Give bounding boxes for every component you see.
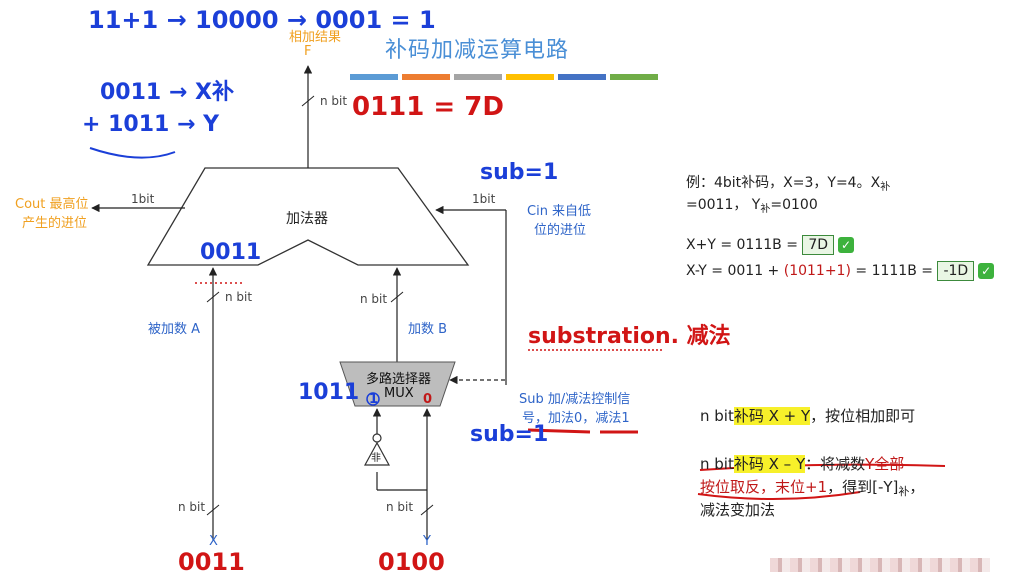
check-icon: ✓ (838, 237, 855, 253)
hand-output: 0111 = 7D (352, 92, 504, 122)
rule-highlight: 补码 X – Y (733, 455, 806, 473)
adder-label: 加法器 (286, 211, 328, 227)
rule-sub-1: n bit补码 X – Y：将减数Y全部 (700, 453, 904, 474)
example-line-1: 例：4bit补码，X=3，Y=4。X补 (686, 172, 890, 193)
rule-text: n bit (700, 407, 734, 425)
mux-abbr-label: MUX (384, 386, 414, 401)
hand-a-value: 0011 (200, 240, 262, 265)
check-icon: ✓ (978, 263, 995, 279)
mux-in1-label: 1 (369, 392, 379, 407)
example-text: =0011， Y (686, 197, 761, 213)
subscript: 补 (880, 182, 891, 193)
sum-text: X+Y = 0111B = (686, 237, 803, 253)
diff-result-box: -1D (937, 261, 975, 281)
cin-label-2: 位的进位 (534, 223, 587, 238)
mux-label: 多路选择器 (366, 372, 432, 387)
sub-sub-value: 减法1 (595, 411, 630, 426)
y-label: Y (423, 534, 431, 549)
sub-label-2: 号，加法0，减法1 (522, 407, 630, 426)
nbit-y-label: n bit (386, 500, 414, 514)
hand-y-value: 0100 (378, 548, 445, 576)
bus-slash (420, 504, 434, 516)
color-bar-segment (610, 74, 658, 80)
not-gate-label: 非 (371, 453, 381, 464)
rule-sub-2: 按位取反，末位+1，得到[-Y]补， (700, 476, 924, 499)
rule-highlight: 补码 X + Y (733, 407, 811, 425)
hand-substraction: substration. 减法 (528, 324, 731, 349)
hand-x-bu: 0011 → X补 (100, 80, 234, 105)
hand-underline (527, 428, 638, 434)
bus-slash (206, 291, 220, 303)
bus-slash (390, 291, 404, 303)
color-bar (350, 74, 658, 80)
example-sum: X+Y = 0111B = 7D✓ (686, 235, 855, 255)
sub-add-value: 加法0 (548, 411, 583, 426)
sum-result-box: 7D (802, 235, 835, 255)
nbit-x-label: n bit (178, 500, 206, 514)
subscript: 补 (760, 204, 771, 215)
slide-title: 补码加减运算电路 (385, 38, 570, 63)
example-line-2: =0011， Y补=0100 (686, 194, 818, 215)
cout-label-2: 产生的进位 (22, 216, 88, 231)
nbit-a-label: n bit (225, 290, 253, 304)
example-text: 例：4bit补码，X=3，Y=4。X (686, 175, 881, 191)
bus-slash (206, 504, 220, 516)
rule-red-text: 按位取反，末位+1 (700, 478, 828, 496)
hand-underline (699, 463, 946, 471)
cin-bit-label: 1bit (472, 192, 496, 206)
rule-text: ， (909, 478, 925, 496)
color-bar-segment (506, 74, 554, 80)
hand-underline (89, 147, 176, 159)
hand-top-calc: 11+1 → 10000 → 0001 = 1 (88, 6, 436, 34)
sub-label-text: 号， (522, 411, 549, 426)
hand-x-value: 0011 (178, 548, 245, 576)
rule-red-text: Y全部 (865, 455, 905, 473)
example-diff: X-Y = 0011 + (1011+1) = 1111B = -1D✓ (686, 261, 995, 281)
color-bar-segment (558, 74, 606, 80)
cin-label-1: Cin 来自低 (527, 204, 592, 219)
diff-red-text: (1011+1) (783, 263, 851, 279)
hand-mux-value: 1011 (298, 380, 360, 405)
not-gate (363, 441, 391, 466)
cout-bit-label: 1bit (131, 192, 155, 206)
rule-text: ，按位相加即可 (810, 407, 916, 425)
mux-in0-label: 0 (423, 392, 433, 407)
diff-text: X-Y = 0011 + (686, 263, 784, 279)
nbit-out-label: n bit (320, 94, 348, 108)
x-label: X (209, 534, 218, 549)
bus-slash (301, 95, 315, 107)
nbit-b-label: n bit (360, 292, 388, 306)
color-bar-segment (402, 74, 450, 80)
blurred-watermark (770, 558, 990, 572)
result-label: 相加结果 (289, 30, 342, 45)
mux-in1-circle (366, 392, 380, 406)
sub-label-sep: ， (582, 411, 596, 426)
color-bar-segment (454, 74, 502, 80)
hand-y-bu: + 1011 → Y (82, 112, 220, 137)
example-text: =0100 (770, 197, 818, 213)
rule-add: n bit补码 X + Y，按位相加即可 (700, 405, 915, 426)
rule-text: ：将减数 (805, 455, 866, 473)
addend-b-label: 加数 B (408, 322, 448, 337)
cout-label-1: Cout 最高位 (15, 197, 89, 212)
hand-sub1-bottom: sub=1 (470, 422, 549, 447)
hand-underline (697, 491, 861, 501)
color-bar-segment (350, 74, 398, 80)
result-f-label: F (304, 44, 312, 59)
diff-text: = 1111B = (850, 263, 938, 279)
addend-a-label: 被加数 A (148, 322, 201, 337)
hand-sub1-top: sub=1 (480, 160, 559, 185)
subscript: 补 (898, 485, 910, 498)
rule-sub-3: 减法变加法 (700, 501, 776, 519)
rule-text: n bit (700, 455, 734, 473)
sub-label-1: Sub 加/减法控制信 (519, 392, 631, 407)
not-gate-bubble (372, 433, 382, 443)
rule-text: ，得到[-Y] (827, 478, 899, 496)
adder-shape (146, 167, 470, 266)
